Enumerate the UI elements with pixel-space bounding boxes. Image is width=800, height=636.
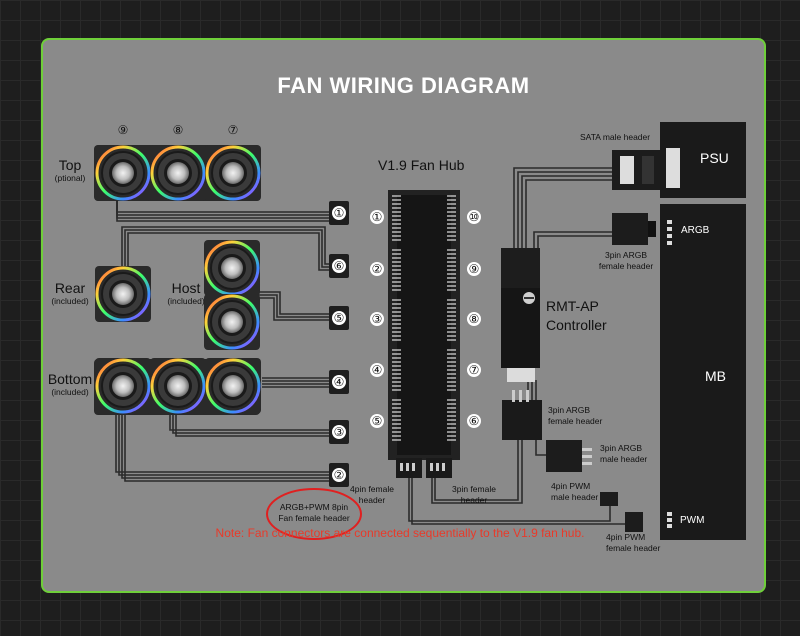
mb-argb-label: ARGB <box>681 225 710 236</box>
hub-3pin-label-1: 3pin female <box>452 484 496 494</box>
psu-label: PSU <box>700 150 729 166</box>
pwm-male-connector <box>600 492 618 506</box>
rmt-ap-controller <box>501 248 542 440</box>
hub-3pin-label-2: header <box>460 495 488 505</box>
top-fan-number-9: ⑨ <box>117 123 129 137</box>
footer-note: Note: Fan connectors are connected seque… <box>215 526 585 540</box>
hub-port-number: ⑤ <box>371 414 383 428</box>
highlight-ellipse <box>266 488 362 540</box>
fan-rear <box>95 266 151 322</box>
psu-box <box>660 122 746 198</box>
hub-port-number: ① <box>371 210 383 224</box>
hub-port-number: ⑧ <box>468 312 480 326</box>
connector-number: ① <box>333 206 345 220</box>
sata-connector <box>612 150 660 190</box>
top-sublabel: (ptional) <box>54 173 86 183</box>
hub-port-number: ⑥ <box>468 414 480 428</box>
controller-cables <box>408 167 625 525</box>
hub-port-number: ② <box>371 262 383 276</box>
bottom-label: Bottom <box>47 371 93 387</box>
connector-number: ② <box>333 468 345 482</box>
top-fan-number-8: ⑧ <box>172 123 184 137</box>
fan-header-label-1: ARGB+PWM 8pin <box>279 502 349 512</box>
rear-sublabel: (included) <box>51 296 89 306</box>
bottom-sublabel: (included) <box>51 387 89 397</box>
fan-group-bottom <box>94 358 261 415</box>
top-fan-number-7: ⑦ <box>227 123 239 137</box>
argb-female-connector-top <box>612 213 656 245</box>
pwm-male-label-2: male header <box>551 492 599 502</box>
host-label: Host <box>171 280 201 296</box>
fan-header-label-2: Fan female header <box>278 513 350 523</box>
connector-number: ⑥ <box>333 259 345 273</box>
argb-male-label-1: 3pin ARGB <box>600 443 643 453</box>
controller-label-1: RMT-AP <box>546 298 599 314</box>
pwm-female-label-2: female header <box>606 543 661 553</box>
hub-port-number: ④ <box>371 363 383 377</box>
fan-group-top <box>94 145 261 201</box>
controller-label-2: Controller <box>546 317 607 333</box>
rear-label: Rear <box>54 280 86 296</box>
pwm-female-connector <box>625 512 643 532</box>
host-sublabel: (included) <box>167 296 205 306</box>
connector-number: ⑤ <box>333 311 345 325</box>
argb-female-mid-label-1: 3pin ARGB <box>548 405 591 415</box>
argb-female-mid-label-2: female header <box>548 416 603 426</box>
hub-port-number: ⑩ <box>468 210 480 224</box>
argb-female-top-label-2: female header <box>598 261 654 271</box>
mb-label: MB <box>705 368 726 384</box>
connector-number: ③ <box>333 425 345 439</box>
hub-port-number: ⑨ <box>468 262 480 276</box>
mb-pwm-label: PWM <box>680 515 705 526</box>
connector-number: ④ <box>333 375 345 389</box>
pwm-male-label-1: 4pin PWM <box>551 481 591 491</box>
argb-male-label-2: male header <box>600 454 648 464</box>
hub-port-number: ③ <box>371 312 383 326</box>
top-label: Top <box>58 157 82 173</box>
argb-female-top-label-1: 3pin ARGB <box>604 250 648 260</box>
sata-label: SATA male header <box>580 132 651 142</box>
motherboard-box <box>660 204 746 540</box>
hub-4pin-label-2: header <box>358 495 386 505</box>
fan-hub <box>388 190 460 478</box>
hub-title: V1.9 Fan Hub <box>378 157 465 173</box>
fan-cables <box>115 200 330 482</box>
fan-connectors <box>329 201 349 487</box>
hub-port-number: ⑦ <box>468 363 480 377</box>
pwm-female-label-1: 4pin PWM <box>606 532 646 542</box>
hub-4pin-label-1: 4pin female <box>350 484 394 494</box>
diagram-title: FAN WIRING DIAGRAM <box>277 73 530 98</box>
argb-male-connector <box>546 440 592 472</box>
